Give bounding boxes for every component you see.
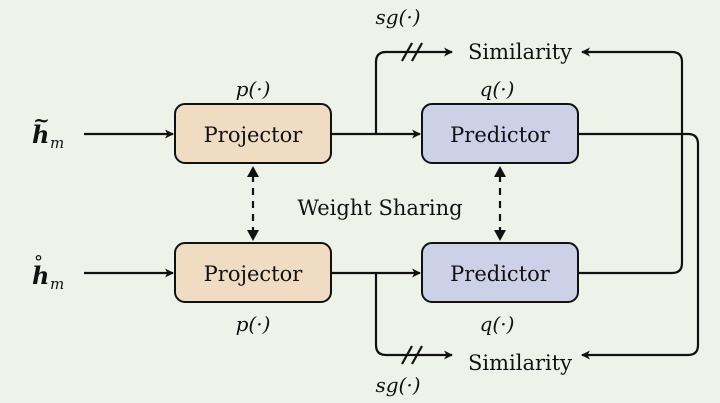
sg-func-bottom: sg(·) <box>375 373 420 397</box>
svg-text:m: m <box>50 134 64 152</box>
arrow-top-predictor-to-bottom-similarity <box>578 132 700 360</box>
projector-bottom-label: Projector <box>204 262 304 286</box>
q-func-top: q(·) <box>480 77 515 101</box>
p-func-top: p(·) <box>236 77 271 101</box>
predictor-bottom: Predictor <box>421 242 579 303</box>
weight-sharing-predictor-arrow-down <box>494 230 506 241</box>
stop-gradient-mark-bottom <box>401 345 423 365</box>
q-func-bottom: q(·) <box>480 312 515 336</box>
similarity-top-label: Similarity <box>468 40 572 64</box>
svg-text:m: m <box>50 275 64 293</box>
arrow-bottom-predictor-to-top-similarity <box>578 47 684 275</box>
svg-text:°: ° <box>34 252 43 273</box>
arrow-branch-bottom-similarity <box>374 273 453 360</box>
sg-func-top: sg(·) <box>375 5 420 29</box>
predictor-top-label: Predictor <box>450 123 551 147</box>
input-bottom-symbol: h ° m <box>32 252 64 293</box>
weight-sharing-projector-arrow-up <box>247 166 259 177</box>
weight-sharing-label: Weight Sharing <box>297 196 462 220</box>
input-top-symbol: h ~ m <box>32 108 64 152</box>
weight-sharing-predictor-arrow-up <box>494 166 506 177</box>
predictor-bottom-label: Predictor <box>450 262 551 286</box>
svg-text:~: ~ <box>33 108 50 132</box>
predictor-top: Predictor <box>421 103 579 164</box>
arrow-branch-top-similarity <box>374 47 453 134</box>
projector-top-label: Projector <box>204 123 304 147</box>
projector-bottom: Projector <box>174 242 332 303</box>
stop-gradient-mark-top <box>401 42 423 62</box>
svg-text:h: h <box>32 261 49 290</box>
projector-top: Projector <box>174 103 332 164</box>
weight-sharing-projector-arrow-down <box>247 230 259 241</box>
svg-text:h: h <box>32 120 49 149</box>
similarity-bottom-label: Similarity <box>468 351 572 375</box>
p-func-bottom: p(·) <box>236 312 271 336</box>
